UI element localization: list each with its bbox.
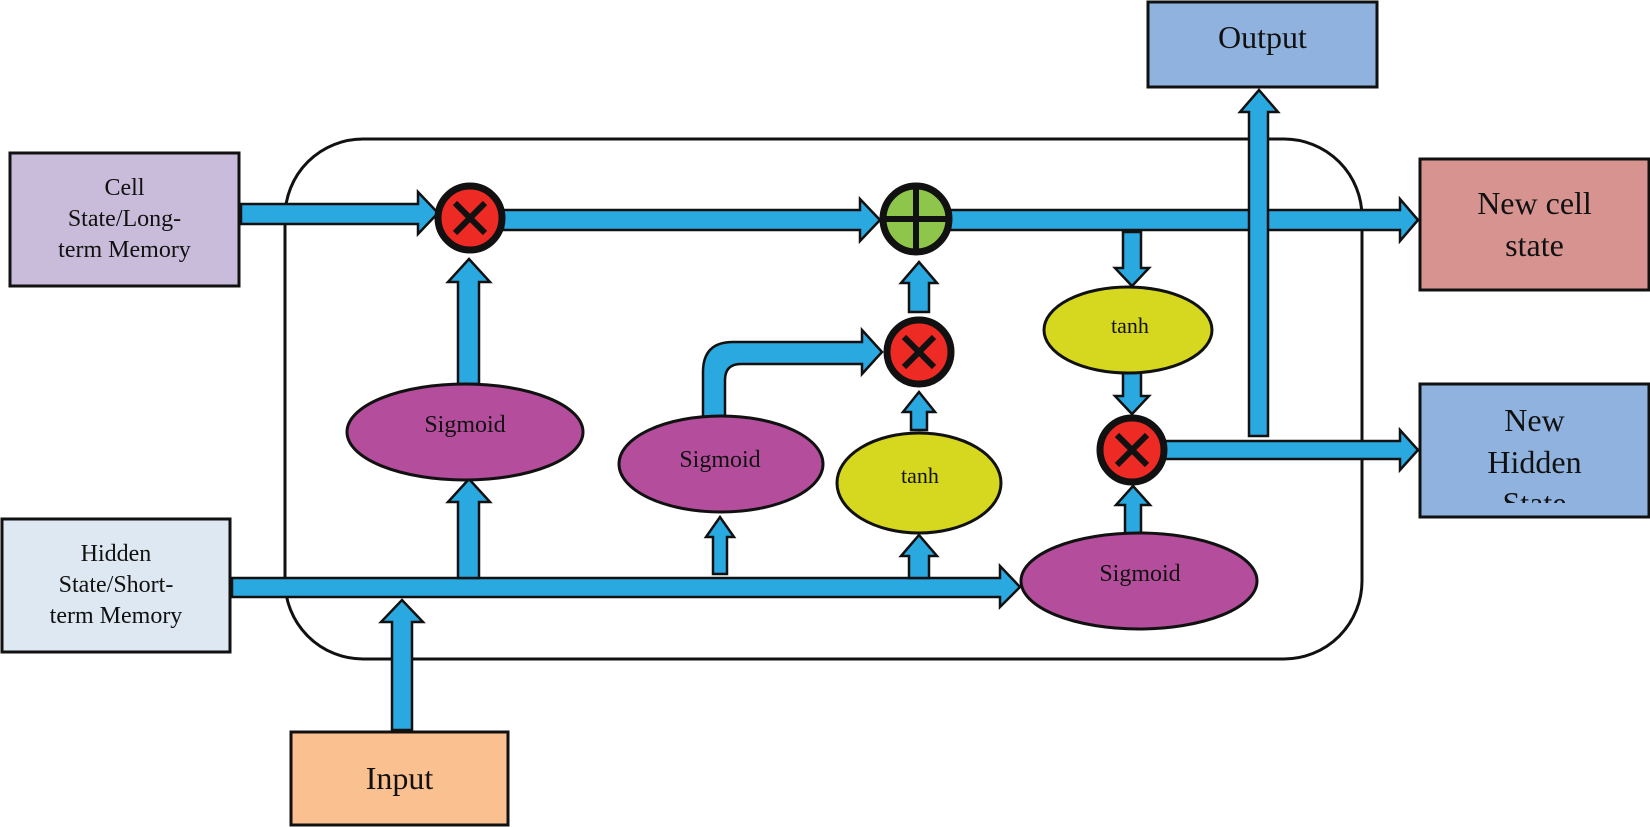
arrow-multiply-to-add bbox=[898, 260, 940, 314]
arrow-hidden-state-line bbox=[230, 562, 1022, 611]
arrow-to-candidate-tanh bbox=[898, 533, 940, 580]
arrow-candidate-tanh-up bbox=[900, 389, 938, 432]
arrow-to-input-sigmoid bbox=[703, 514, 737, 576]
arrow-forget-sigmoid-up bbox=[445, 257, 493, 386]
multiply-forget-icon bbox=[434, 182, 506, 254]
cell-state-box bbox=[8, 151, 241, 288]
forget-gate-sigmoid bbox=[345, 382, 585, 482]
multiply-output-icon bbox=[1096, 414, 1168, 486]
output-gate-sigmoid bbox=[1019, 531, 1259, 631]
arrow-to-new-cell-state bbox=[948, 195, 1420, 245]
arrow-cell-tanh-down bbox=[1112, 370, 1152, 416]
input-box bbox=[289, 730, 510, 827]
cell-state-tanh bbox=[1042, 285, 1214, 375]
new-cell-state-box bbox=[1418, 157, 1650, 292]
arrow-to-forget-sigmoid bbox=[445, 477, 493, 580]
hidden-state-box bbox=[0, 517, 232, 654]
lstm-cell-container bbox=[283, 137, 1364, 661]
arrow-cell-state-in bbox=[239, 188, 440, 238]
input-gate-sigmoid bbox=[617, 414, 825, 514]
new-hidden-box bbox=[1418, 382, 1650, 519]
arrow-to-output bbox=[1237, 88, 1281, 438]
arrow-input-up bbox=[378, 598, 426, 732]
arrow-forget-to-add bbox=[501, 195, 882, 245]
arrow-to-new-hidden bbox=[1163, 426, 1420, 474]
arrow-add-to-cell-tanh bbox=[1112, 230, 1152, 288]
output-box bbox=[1146, 0, 1379, 89]
arrow-input-sigmoid-bent bbox=[701, 326, 884, 420]
multiply-input-icon bbox=[883, 316, 955, 388]
add-cell-state-icon bbox=[879, 182, 953, 256]
candidate-tanh bbox=[835, 431, 1003, 535]
arrow-output-sigmoid-up bbox=[1113, 484, 1153, 537]
